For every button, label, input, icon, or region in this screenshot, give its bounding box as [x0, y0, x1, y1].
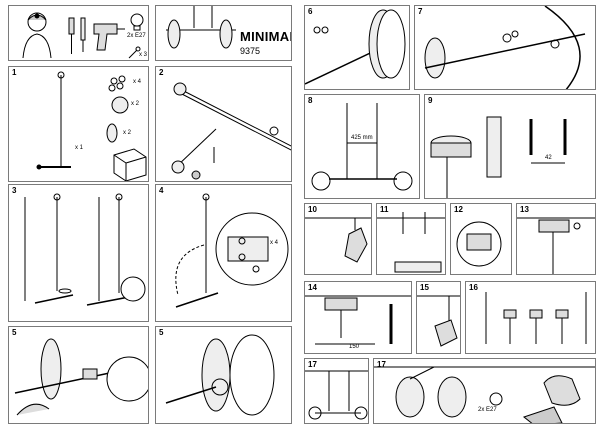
step-number: 12 [454, 205, 463, 214]
shade-qty: x 2 [131, 101, 140, 107]
step-7-illustration [424, 6, 586, 89]
screw-qty: x 4 [133, 79, 142, 85]
step-9-illustration [430, 116, 567, 198]
screw-qty: x 4 [270, 240, 279, 246]
screw-caption: x 3 [139, 52, 148, 58]
step-number: 17 [377, 360, 386, 369]
rod-qty: x 1 [75, 145, 84, 151]
step-number: 10 [308, 205, 317, 214]
dimension-label: 42 [545, 155, 552, 161]
step-14-panel: 14 150 [304, 281, 412, 354]
step-number: 8 [308, 96, 313, 105]
step-18-illustration [374, 366, 595, 423]
step-1-panel: 1 x 1 x 4 x 2 x 2 [8, 66, 149, 182]
step-12-illustration [456, 221, 502, 267]
step-5a-panel: 5 [8, 326, 149, 424]
step-5b-illustration [165, 334, 275, 416]
step-number: 1 [12, 68, 17, 77]
step-9-panel: 9 42 [424, 94, 596, 199]
step-5b-panel: 5 [155, 326, 292, 424]
tools-panel: 2x E27 x 3 [8, 5, 149, 61]
step-number: 3 [12, 186, 17, 195]
step-number: 2 [159, 68, 164, 77]
step-number: 7 [418, 7, 423, 16]
cover-qty: x 2 [123, 130, 132, 136]
step-17-panel: 17 [304, 358, 369, 424]
pendant-thumbnail [166, 6, 236, 49]
step-13-panel: 13 [516, 203, 596, 275]
step-number: 15 [420, 283, 429, 292]
step-1-parts [36, 71, 147, 181]
step-2-illustration [171, 82, 291, 180]
step-7-panel: 7 [414, 5, 596, 90]
pendant-rod [36, 71, 71, 170]
step-number: 11 [380, 205, 389, 214]
bulb-icon [130, 13, 144, 31]
brand-title: MINIMAL [240, 29, 292, 44]
installer-icon [22, 12, 52, 59]
step-3-panel: 3 [8, 184, 149, 322]
step-17-illustration [305, 370, 368, 420]
step-number: 5 [12, 328, 17, 337]
step-number: 6 [308, 7, 313, 16]
product-code: 9375 [240, 46, 261, 56]
step-2-panel: 2 [155, 66, 292, 182]
step-15-panel: 15 [416, 281, 461, 354]
step-number: 14 [308, 283, 317, 292]
step-8-panel: 8 425 mm [304, 94, 420, 199]
step-8-illustration [311, 103, 413, 191]
tester-icon [80, 17, 86, 52]
step-16-panel: 16 [465, 281, 596, 354]
step-16-illustration [485, 292, 587, 344]
title-panel: MINIMAL 9375 [155, 5, 292, 61]
step-4-panel: 4 x 4 [155, 184, 292, 322]
step-10-panel: 10 [304, 203, 372, 275]
step-number: 9 [428, 96, 433, 105]
screwdriver-icon [68, 17, 75, 54]
step-12-panel: 12 [450, 203, 512, 275]
length-label: 150 [349, 344, 360, 350]
drill-icon [93, 23, 125, 51]
pendant-lamp-icon [166, 6, 236, 49]
rod-spacing-label: 425 mm [351, 135, 373, 141]
step-15-illustration [417, 295, 460, 347]
step-number: 16 [469, 283, 478, 292]
step-4-illustration [175, 193, 289, 308]
disc-shade-icon [106, 96, 129, 143]
step-number: 13 [520, 205, 529, 214]
step-18-panel: 17 2x E27 [373, 358, 596, 424]
step-11-panel: 11 [376, 203, 446, 275]
step-13-illustration [517, 217, 595, 274]
step-11-illustration [377, 212, 445, 273]
step-number: 17 [308, 360, 317, 369]
step-number: 4 [159, 186, 164, 195]
step-6-panel: 6 [304, 5, 410, 90]
step-5a-illustration [14, 338, 148, 416]
screws-part [108, 75, 126, 92]
step-10-illustration [305, 217, 371, 263]
screw-icon [128, 46, 141, 59]
step-number: 5 [159, 328, 164, 337]
box-icon [113, 148, 147, 181]
step-3-illustration [24, 193, 146, 306]
step-6-illustration [305, 9, 406, 85]
bulb-caption: 2x E27 [127, 33, 146, 39]
tools-illustration [22, 12, 144, 59]
bulb-caption: 2x E27 [478, 407, 497, 413]
step-14-illustration [305, 295, 411, 345]
